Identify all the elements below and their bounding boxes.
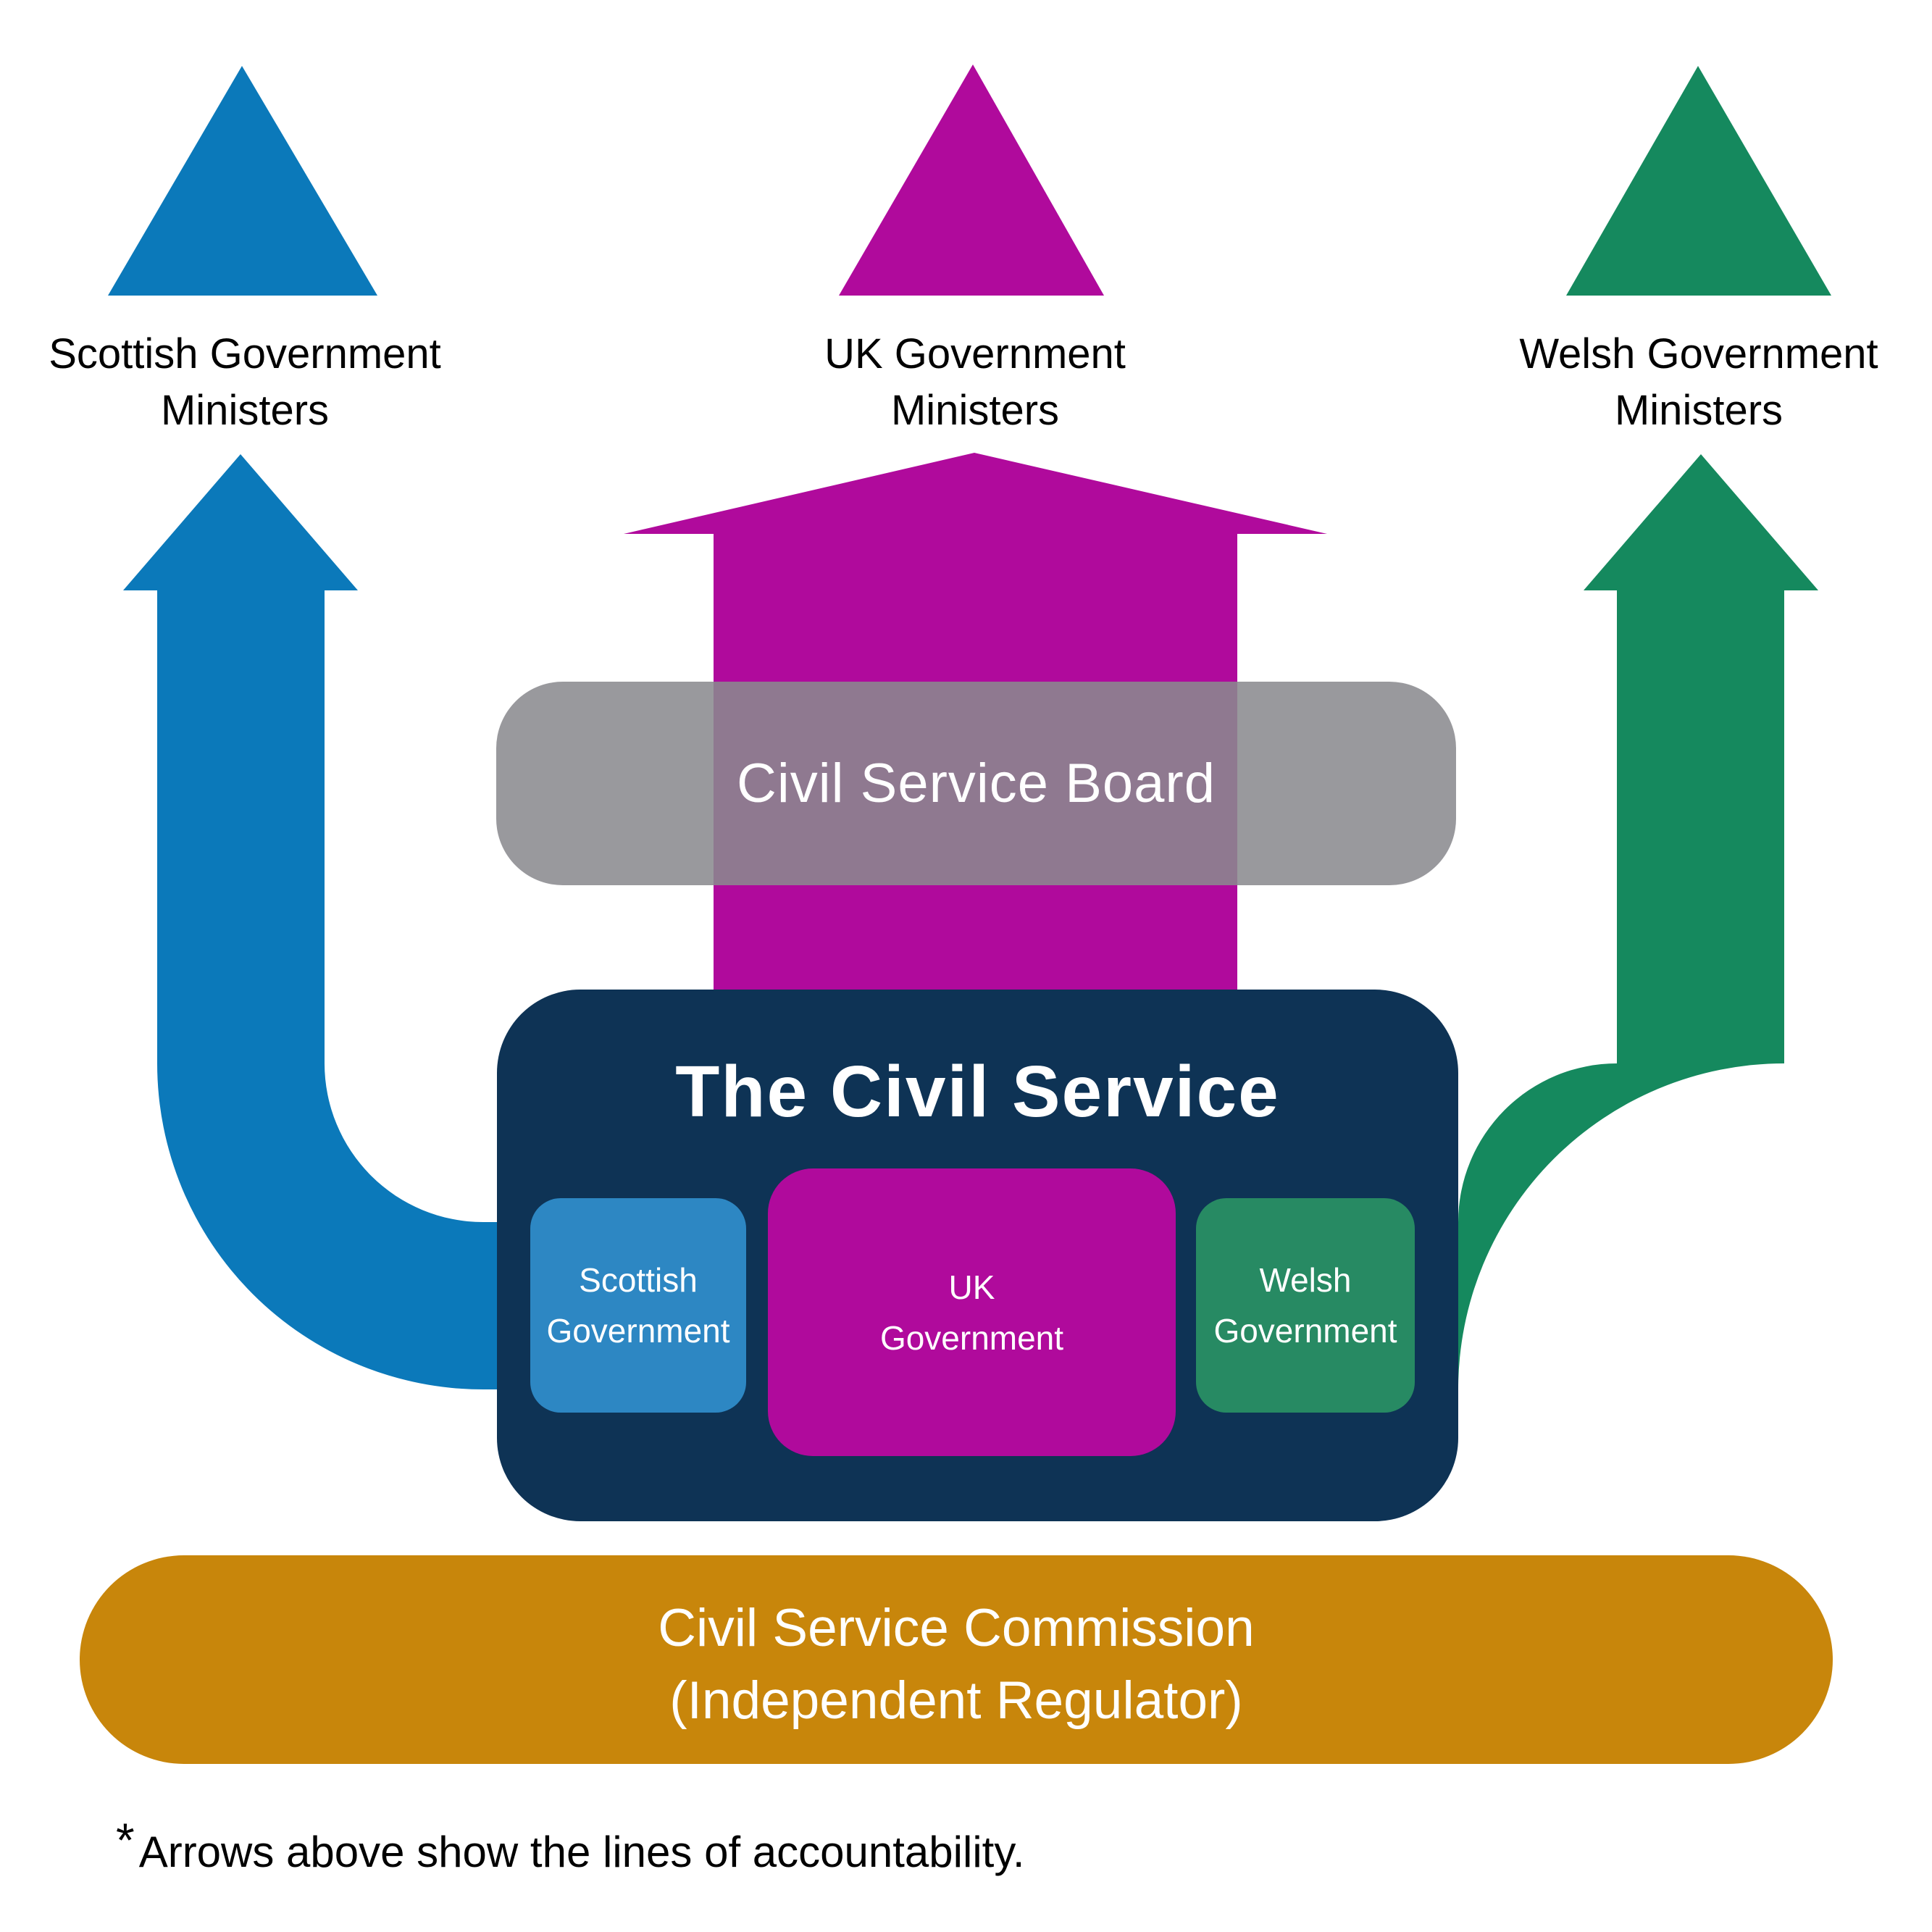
scottish-government-box-line1: Scottish: [579, 1261, 698, 1299]
uk-government-box: UK Government: [768, 1168, 1176, 1456]
welsh-government-box-label: Welsh Government: [1213, 1255, 1397, 1356]
civil-service-title: The Civil Service: [675, 1051, 1280, 1132]
scottish-ministers-label: Scottish Government Ministers: [0, 326, 571, 439]
welsh-accountability-arrow-icon: [1433, 454, 1818, 1389]
civil-service-box: The Civil Service Scottish Government UK…: [497, 990, 1458, 1521]
uk-ministers-label-line2: Ministers: [890, 387, 1060, 434]
scottish-ministers-label-line2: Ministers: [160, 387, 330, 434]
scottish-government-box: Scottish Government: [530, 1198, 746, 1413]
uk-government-box-label: UK Government: [880, 1262, 1063, 1363]
uk-ministers-label-line1: UK Government: [824, 330, 1126, 377]
civil-service-board-box: Civil Service Board: [496, 682, 1456, 885]
uk-ministers-triangle-icon: [839, 64, 1104, 296]
welsh-government-box-line2: Government: [1213, 1312, 1397, 1350]
footnote-asterisk: *: [116, 1813, 135, 1867]
uk-ministers-label: UK Government Ministers: [649, 326, 1301, 439]
commission-label-line1: Civil Service Commission: [658, 1599, 1255, 1657]
welsh-ministers-label-line2: Ministers: [1614, 387, 1783, 434]
civil-service-commission-box: Civil Service Commission (Independent Re…: [80, 1555, 1833, 1764]
welsh-government-box-line1: Welsh: [1259, 1261, 1352, 1299]
civil-service-board-label: Civil Service Board: [737, 753, 1216, 814]
welsh-ministers-label-line1: Welsh Government: [1519, 330, 1878, 377]
uk-government-box-line1: UK: [948, 1268, 995, 1306]
footnote: *Arrows above show the lines of accounta…: [116, 1813, 1025, 1878]
footnote-text: Arrows above show the lines of accountab…: [138, 1828, 1025, 1876]
welsh-ministers-label: Welsh Government Ministers: [1373, 326, 1932, 439]
welsh-ministers-triangle-icon: [1566, 66, 1831, 296]
scottish-accountability-arrow-icon: [123, 454, 509, 1389]
commission-label: Civil Service Commission (Independent Re…: [658, 1592, 1254, 1737]
commission-label-line2: (Independent Regulator): [669, 1671, 1243, 1730]
scottish-government-box-label: Scottish Government: [546, 1255, 729, 1356]
scottish-government-box-line2: Government: [546, 1312, 730, 1350]
welsh-government-box: Welsh Government: [1196, 1198, 1415, 1413]
uk-government-box-line2: Government: [879, 1318, 1064, 1357]
scottish-ministers-triangle-icon: [108, 66, 377, 296]
scottish-ministers-label-line1: Scottish Government: [49, 330, 441, 377]
